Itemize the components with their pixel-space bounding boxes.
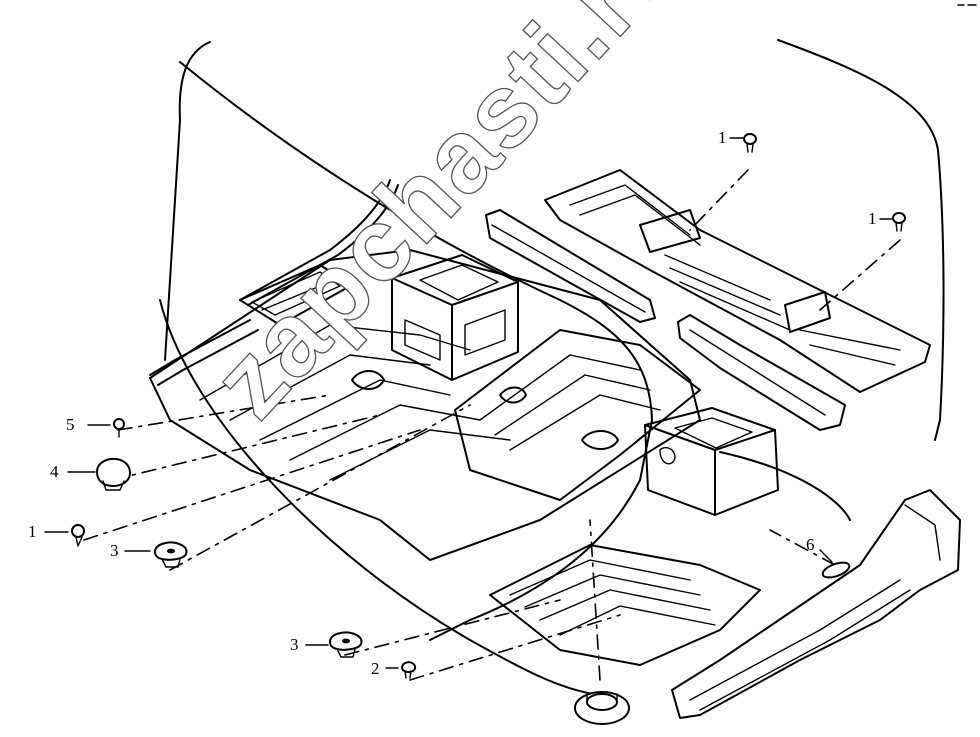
body-outline [159,39,945,696]
clip-icon [401,661,417,679]
large-plug-icon [96,457,131,491]
callout-label: 4 [50,462,59,481]
side-sill [671,489,961,719]
clip-icon [113,418,125,438]
plug-icons [71,133,906,725]
round-grommet-icon [574,691,630,725]
leader-lines [83,169,901,681]
callout-label: 1 [28,522,37,541]
oval-plug-icon [821,561,851,579]
callout-label: 3 [110,541,119,560]
right-tunnel [644,407,779,516]
callout-label: 5 [66,415,75,434]
center-tunnel [391,254,519,381]
plug-icon [892,212,906,232]
callout-label: 2 [371,659,380,678]
rear-floor-panel [544,169,931,393]
pipe-line [149,179,399,386]
callout-label: 1 [868,209,877,228]
rear-cross-member [485,209,656,323]
grommet-icon [329,631,363,658]
plug-icon [71,524,85,547]
plug-icon [743,133,757,153]
front-floor-section [489,544,761,666]
lower-rail [677,314,846,431]
callout-label: 1 [718,128,727,147]
center-floor-section [351,329,701,501]
callout-label: 6 [806,535,815,554]
grommet-icon [154,541,188,568]
callout-ticks [44,137,894,669]
callout-label: 3 [290,635,299,654]
